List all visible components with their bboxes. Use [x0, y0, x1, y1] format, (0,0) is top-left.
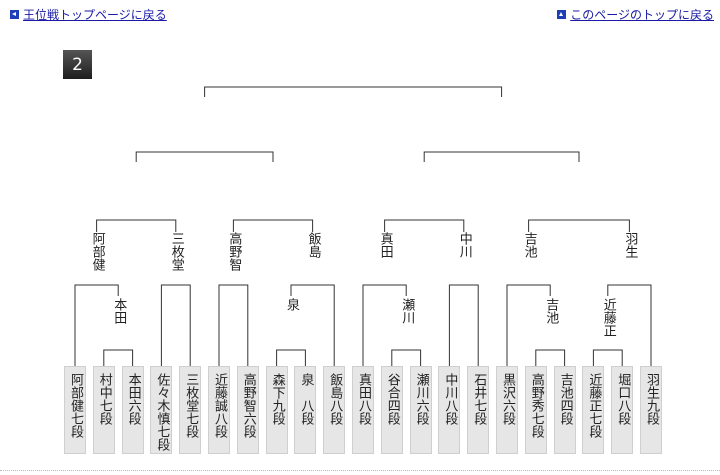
player-name: 真田八段	[356, 373, 371, 425]
player-name: 谷合四段	[384, 373, 400, 425]
player-box[interactable]: 近藤誠八段	[208, 366, 230, 454]
winner-label: 吉池	[521, 232, 537, 258]
winner-label: 飯島	[305, 232, 321, 258]
arrow-up-icon	[557, 10, 567, 19]
bracket-line	[506, 284, 551, 366]
player-name: 高野智六段	[240, 373, 256, 438]
player-box[interactable]: 近藤正七段	[582, 366, 605, 454]
back-link-label: 王位戦トップページに戻る	[23, 8, 167, 22]
player-box[interactable]: 村中七段	[92, 366, 115, 454]
player-box[interactable]: 瀬川六段	[409, 366, 432, 454]
player-name: 村中七段	[96, 373, 112, 425]
player-name: 佐々木慎七段	[154, 373, 170, 451]
bracket-line	[276, 349, 306, 366]
bracket-line	[592, 349, 623, 366]
winner-label: 瀬川	[399, 298, 415, 324]
bracket-line	[103, 349, 134, 366]
player-box[interactable]: 石井七段	[467, 366, 490, 454]
player-name: 三枚堂七段	[183, 373, 199, 438]
player-box[interactable]: 三枚堂七段	[179, 366, 202, 454]
bracket-line	[535, 349, 566, 366]
bracket-line	[96, 219, 177, 232]
bracket-line	[290, 284, 335, 366]
back-to-oui-top-link[interactable]: 王位戦トップページに戻る	[10, 6, 167, 23]
bracket-line	[448, 284, 479, 366]
player-box[interactable]: 高野智六段	[236, 366, 259, 454]
winner-label: 阿部健	[89, 232, 105, 271]
player-box[interactable]: 真田八段	[352, 366, 374, 454]
player-box[interactable]: 堀口八段	[611, 366, 634, 454]
bracket-line	[384, 219, 465, 232]
player-name: 本田六段	[125, 373, 141, 425]
bracket-line	[74, 284, 119, 366]
player-box[interactable]: 泉 八段	[294, 366, 317, 454]
player-box[interactable]: 吉池四段	[553, 366, 576, 454]
bracket-line	[232, 219, 314, 232]
player-name: 瀬川六段	[413, 373, 429, 425]
page-top-link-label: このページのトップに戻る	[570, 8, 714, 22]
winner-label: 本田	[111, 298, 127, 324]
bracket-line	[391, 349, 422, 366]
player-box[interactable]: 本田六段	[121, 366, 144, 454]
player-name: 羽生九段	[644, 373, 659, 425]
winner-label: 吉池	[543, 298, 559, 324]
winner-label: 三枚堂	[168, 232, 184, 271]
player-name: 吉池四段	[557, 373, 573, 425]
arrow-left-icon	[10, 10, 19, 19]
player-name: 近藤誠八段	[212, 373, 227, 438]
player-name: 石井七段	[471, 373, 487, 425]
player-box[interactable]: 佐々木慎七段	[150, 366, 173, 454]
divider	[0, 470, 720, 471]
bracket-line	[607, 284, 652, 366]
winner-label: 高野智	[226, 232, 242, 271]
player-name: 阿部健七段	[68, 373, 83, 438]
player-name: 森下九段	[269, 373, 285, 425]
player-box[interactable]: 森下九段	[265, 366, 288, 454]
player-name: 近藤正七段	[586, 373, 602, 438]
bracket-line	[135, 151, 274, 162]
winner-label: 中川	[456, 232, 472, 258]
player-name: 高野秀七段	[528, 373, 544, 438]
bracket-line	[362, 284, 407, 366]
bracket-line	[160, 284, 191, 366]
player-box[interactable]: 阿部健七段	[64, 366, 86, 454]
player-box[interactable]: 中川八段	[438, 366, 461, 454]
winner-label: 泉	[284, 298, 299, 311]
player-box[interactable]: 黒沢六段	[496, 366, 518, 454]
player-name: 中川八段	[442, 373, 458, 425]
player-box[interactable]: 飯島八段	[323, 366, 346, 454]
player-box[interactable]: 羽生九段	[640, 366, 662, 454]
player-name: 堀口八段	[615, 373, 631, 425]
player-name: 泉 八段	[298, 373, 314, 425]
player-box[interactable]: 高野秀七段	[524, 366, 547, 454]
block-number-badge: 2	[63, 50, 92, 79]
winner-label: 近藤正	[600, 298, 616, 337]
player-name: 黒沢六段	[500, 373, 515, 425]
bracket-line	[423, 151, 580, 162]
bracket-line	[204, 86, 503, 97]
page-top-link[interactable]: このページのトップに戻る	[557, 6, 714, 23]
player-name: 飯島八段	[327, 373, 343, 425]
bracket-line	[528, 219, 630, 232]
bracket-line	[218, 284, 249, 366]
player-box[interactable]: 谷合四段	[380, 366, 403, 454]
winner-label: 真田	[377, 232, 393, 258]
winner-label: 羽生	[622, 232, 638, 258]
